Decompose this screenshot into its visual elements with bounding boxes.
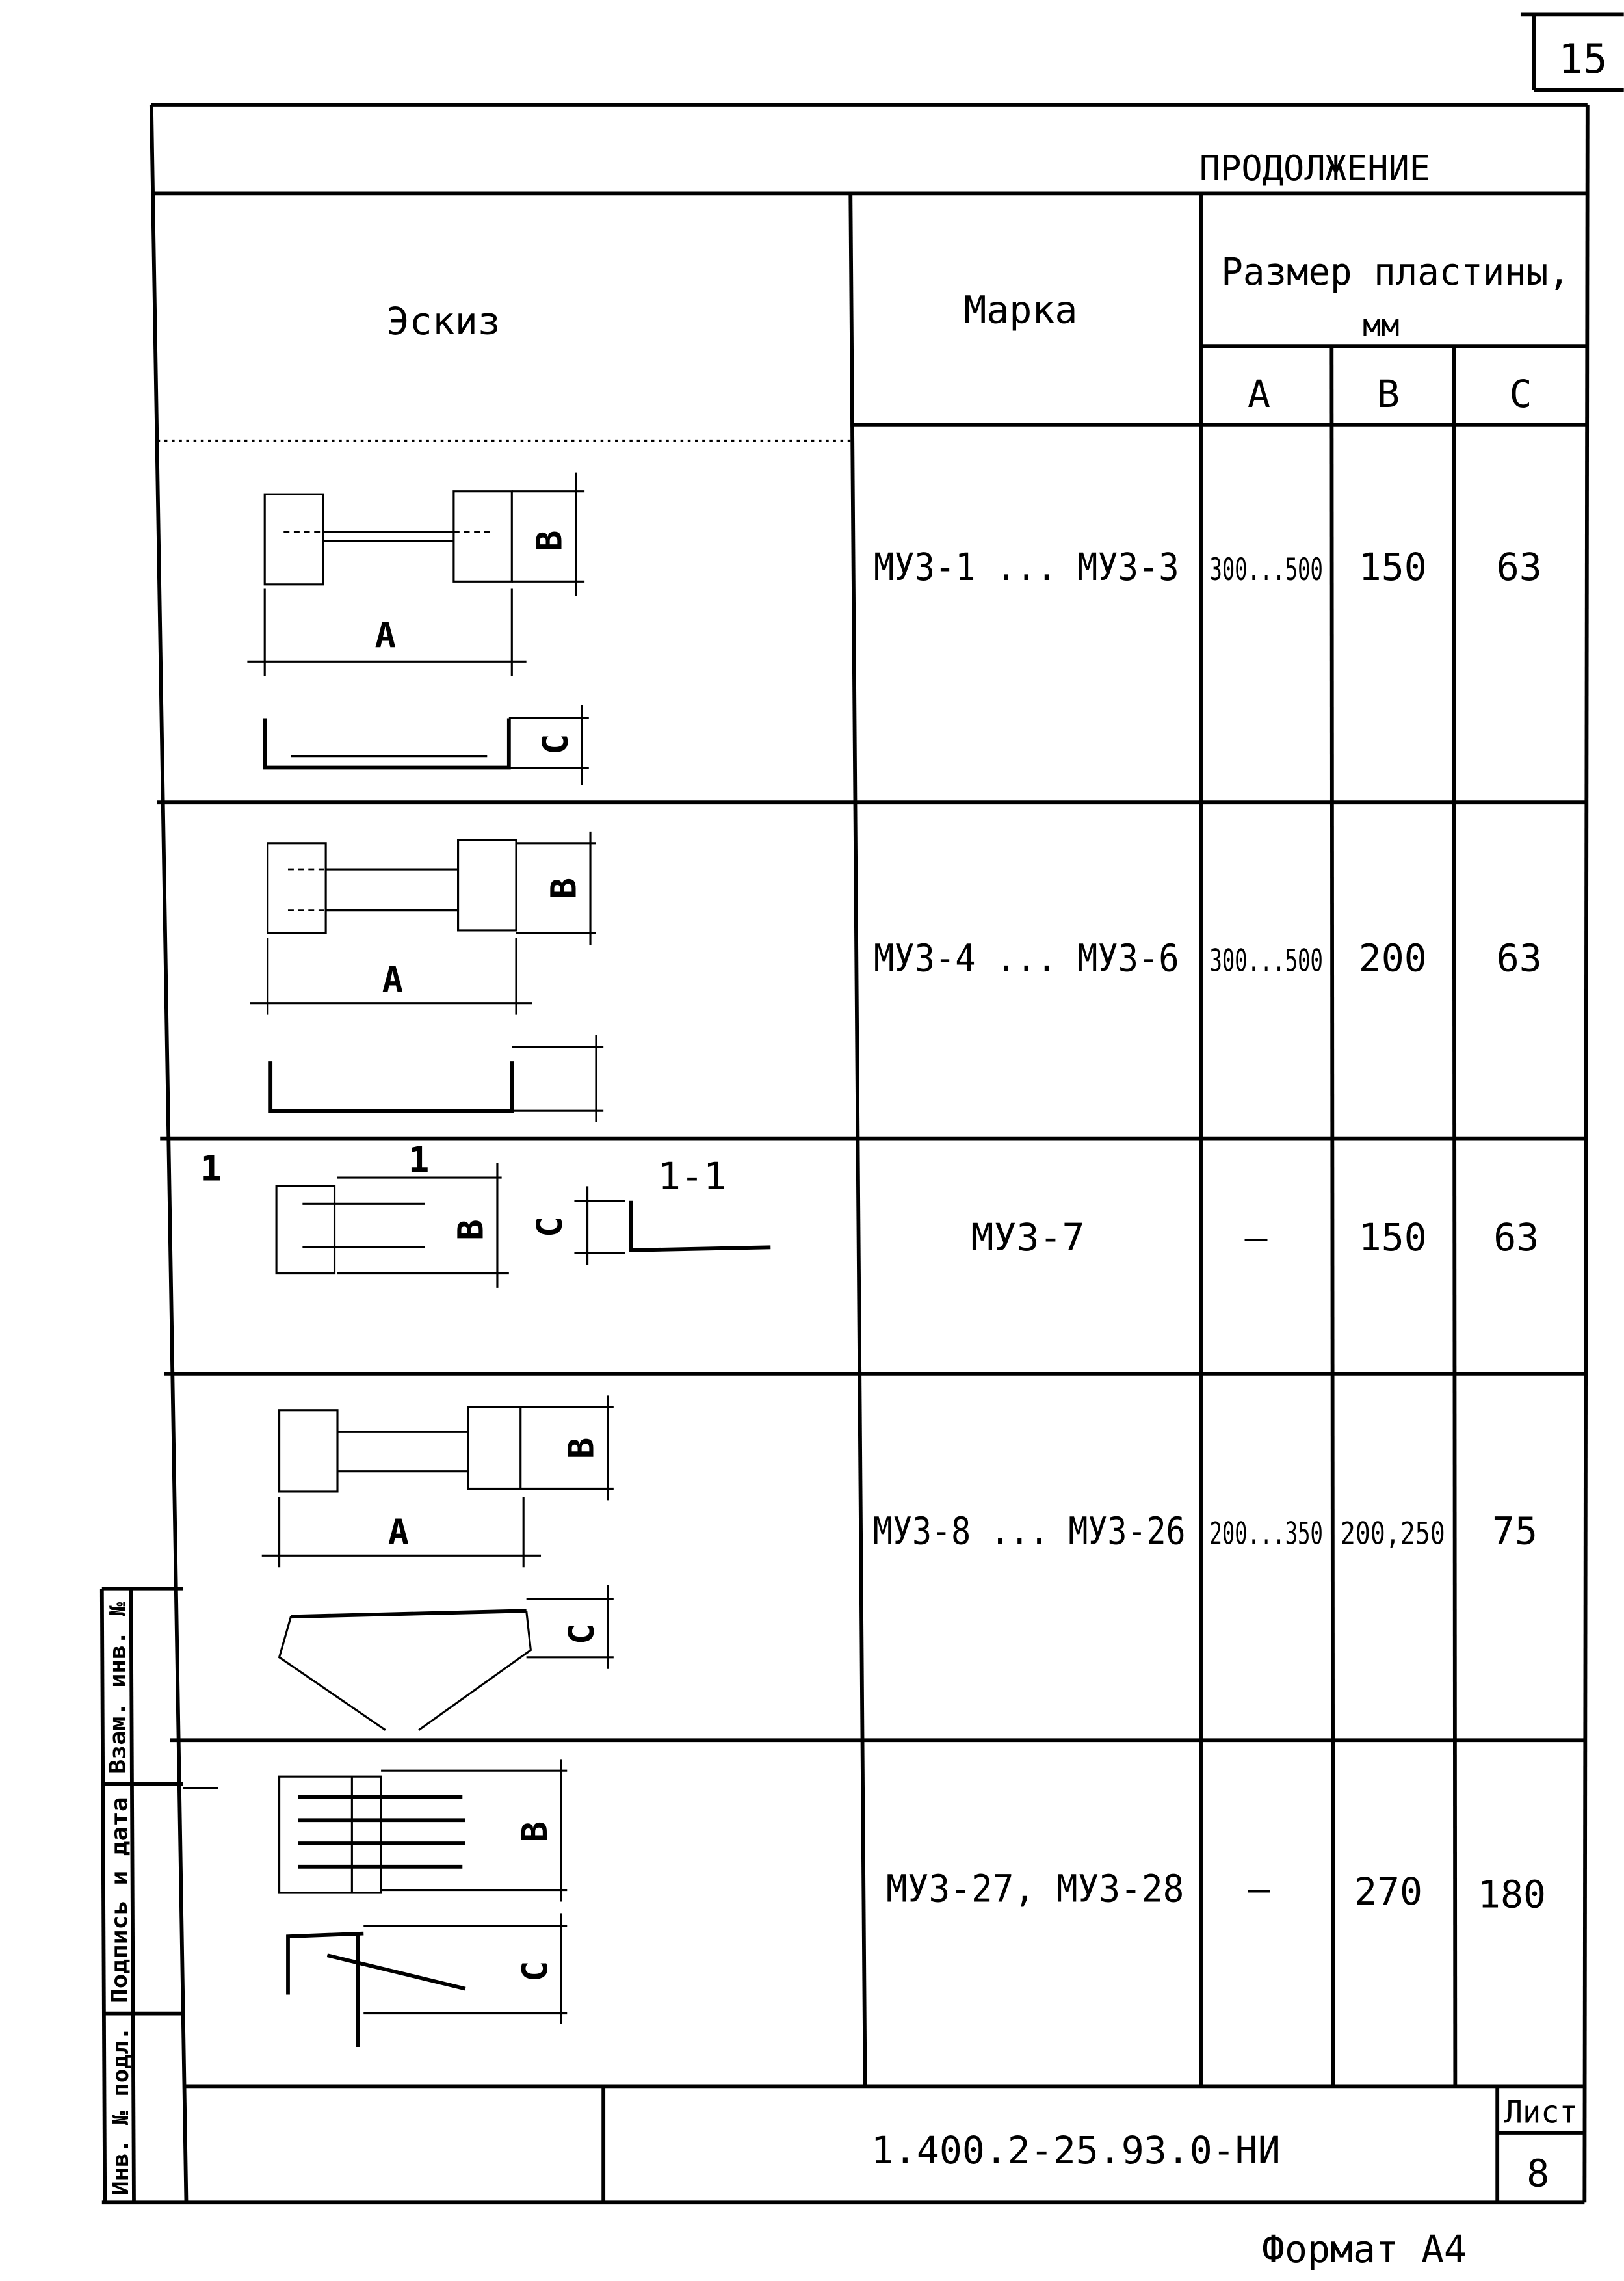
row-a: 300...500 xyxy=(1209,552,1322,588)
row-mark: МУЗ-4 ... МУЗ-6 xyxy=(874,936,1179,981)
row-c: 63 xyxy=(1497,545,1542,589)
row-a: 300...500 xyxy=(1209,943,1322,979)
dim-label-c: С xyxy=(561,1624,602,1644)
sketch-muz-27-28: В С xyxy=(278,1759,568,2048)
sketch-muz-4-6: В А xyxy=(250,831,604,1123)
cut-label: 1 xyxy=(408,1139,429,1180)
row-a: — xyxy=(1245,1215,1268,1259)
row-b: 200 xyxy=(1359,936,1427,981)
section-label: 1-1 xyxy=(658,1154,726,1198)
dim-label-b: В xyxy=(561,1438,602,1458)
cut-label: 1 xyxy=(200,1148,221,1189)
header-col-c: С xyxy=(1509,372,1532,416)
format-label: Формат А4 xyxy=(1262,2227,1467,2271)
sketch-muz-8-26: В А С xyxy=(261,1395,614,1731)
header-mark: Марка xyxy=(963,287,1077,332)
row-b: 150 xyxy=(1359,545,1427,589)
sheet-number: 8 xyxy=(1526,2152,1549,2196)
table-row: МУЗ-4 ... МУЗ-6 300...500 200 63 xyxy=(874,936,1542,981)
header-unit: мм xyxy=(1363,308,1400,343)
row-b: 270 xyxy=(1354,1869,1422,1914)
header-sketch: Эскиз xyxy=(387,299,501,343)
row-a: — xyxy=(1248,1866,1270,1910)
side-stamp: Взам. инв. № Подпись и дата Инв. № подл. xyxy=(99,1587,218,2203)
dim-label-c: С xyxy=(514,1961,555,1982)
row-mark: МУЗ-8 ... МУЗ-26 xyxy=(873,1509,1186,1553)
continuation-label: ПРОДОЛЖЕНИЕ xyxy=(1199,148,1430,189)
table-row: МУЗ-27, МУЗ-28 — 270 180 xyxy=(886,1866,1546,1916)
dim-label-b: В xyxy=(529,531,570,551)
row-mark: МУЗ-27, МУЗ-28 xyxy=(886,1866,1184,1910)
header-col-a: А xyxy=(1248,372,1270,416)
document-designation: 1.400.2-25.93.0-НИ xyxy=(871,2128,1281,2172)
page-number: 15 xyxy=(1558,35,1607,83)
signature-date-label: Подпись и дата xyxy=(107,1797,132,2003)
dim-label-a: А xyxy=(375,614,396,655)
inv-orig-label: Инв. № подл. xyxy=(108,2027,133,2195)
row-a: 200...350 xyxy=(1209,1516,1322,1551)
row-mark: МУЗ-1 ... МУЗ-3 xyxy=(874,545,1179,589)
row-c: 75 xyxy=(1492,1509,1538,1553)
frame xyxy=(101,103,1590,2205)
dim-label-c: С xyxy=(534,734,575,755)
table-row: МУЗ-7 — 150 63 xyxy=(971,1215,1539,1259)
dim-label-b: В xyxy=(544,878,584,899)
dim-label-c: С xyxy=(529,1217,570,1237)
dim-label-b: В xyxy=(451,1219,491,1240)
row-c: 63 xyxy=(1497,936,1542,981)
table-grid xyxy=(157,193,1588,2203)
table-row: МУЗ-1 ... МУЗ-3 300...500 150 63 xyxy=(874,545,1542,589)
dim-label-b: В xyxy=(514,1821,555,1842)
dim-label-a: А xyxy=(382,959,403,1000)
header-col-b: В xyxy=(1377,372,1400,416)
page-number-box: 15 xyxy=(1520,12,1624,92)
sheet-label: Лист xyxy=(1504,2094,1578,2130)
row-mark: МУЗ-7 xyxy=(971,1215,1085,1259)
header-plate-size: Размер пластины, xyxy=(1221,250,1570,294)
table-row: МУЗ-8 ... МУЗ-26 200...350 200,250 75 xyxy=(873,1509,1538,1553)
sketch-muz-7: 1 1 В 1-1 С xyxy=(200,1139,771,1288)
sketch-muz-1-3: В А С xyxy=(247,472,589,785)
row-b: 150 xyxy=(1359,1215,1427,1259)
row-c: 180 xyxy=(1478,1872,1546,1916)
dim-label-a: А xyxy=(388,1511,409,1552)
row-b: 200,250 xyxy=(1341,1516,1445,1551)
replace-inv-label: Взам. инв. № xyxy=(105,1602,131,1774)
row-c: 63 xyxy=(1493,1215,1539,1259)
